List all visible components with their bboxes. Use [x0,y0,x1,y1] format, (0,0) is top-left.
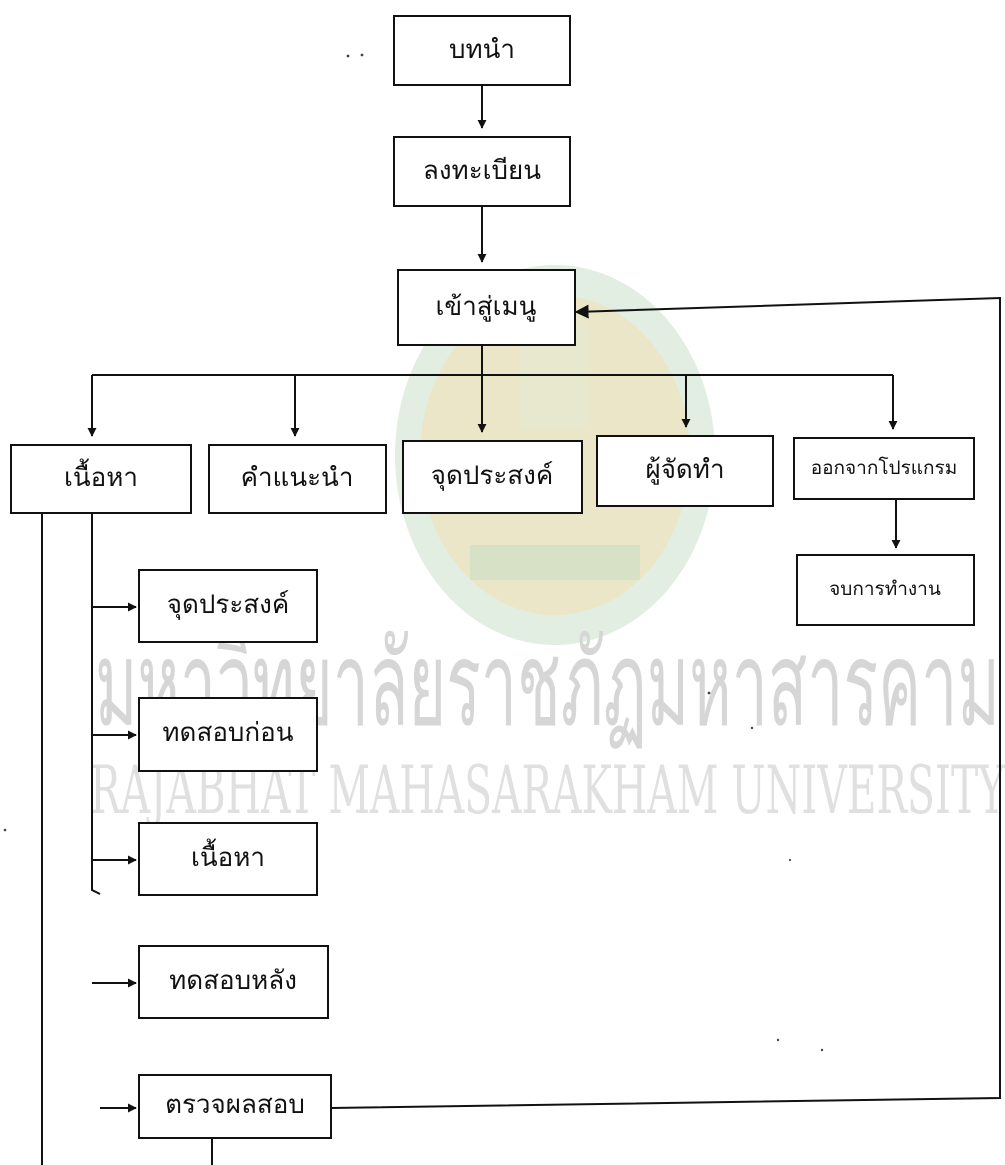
node-advice: คำแนะนำ [208,444,387,514]
node-pretest: ทดสอบก่อน [138,697,318,772]
node-end: จบการทำงาน [796,554,975,626]
svg-text:ออกจากโปรแกรม: ออกจากโปรแกรม [811,456,958,479]
edge-check-results-menu [330,296,1001,1109]
node-sub-content: เนื้อหา [138,822,318,896]
edge-content-spine [91,513,101,895]
node-check-results: ตรวจผลสอบ [138,1074,332,1139]
node-objectives: จุดประสงค์ [402,440,583,514]
svg-text:เข้าสู่เมนู: เข้าสู่เมนู [436,292,537,322]
node-posttest: ทดสอบหลัง [138,945,329,1019]
edges [35,85,1001,1165]
node-content: เนื้อหา [10,444,192,514]
node-intro: บทนำ [393,15,571,86]
svg-text:ลงทะเบียน: ลงทะเบียน [423,156,541,186]
edge-check-results-content [35,474,213,1165]
svg-text:ผู้จัดทำ: ผู้จัดทำ [645,455,724,485]
svg-text:จบการทำงาน: จบการทำงาน [829,578,941,600]
scan-specks [3,53,824,1052]
node-exit: ออกจากโปรแกรม [793,437,975,500]
svg-text:ทดสอบหลัง: ทดสอบหลัง [169,966,297,996]
svg-text:เนื้อหา: เนื้อหา [191,838,265,873]
svg-text:ทดสอบก่อน: ทดสอบก่อน [162,718,293,748]
node-sub-objectives: จุดประสงค์ [138,569,318,643]
node-menu: เข้าสู่เมนู [397,269,576,346]
svg-text:คำแนะนำ: คำแนะนำ [241,463,354,493]
node-authors: ผู้จัดทำ [596,435,774,507]
svg-text:ตรวจผลสอบ: ตรวจผลสอบ [165,1090,305,1120]
svg-text:จุดประสงค์: จุดประสงค์ [167,590,290,620]
node-register: ลงทะเบียน [393,136,571,207]
svg-text:จุดประสงค์: จุดประสงค์ [431,461,554,491]
svg-text:บทนำ: บทนำ [449,35,515,65]
svg-text:เนื้อหา: เนื้อหา [64,458,138,493]
